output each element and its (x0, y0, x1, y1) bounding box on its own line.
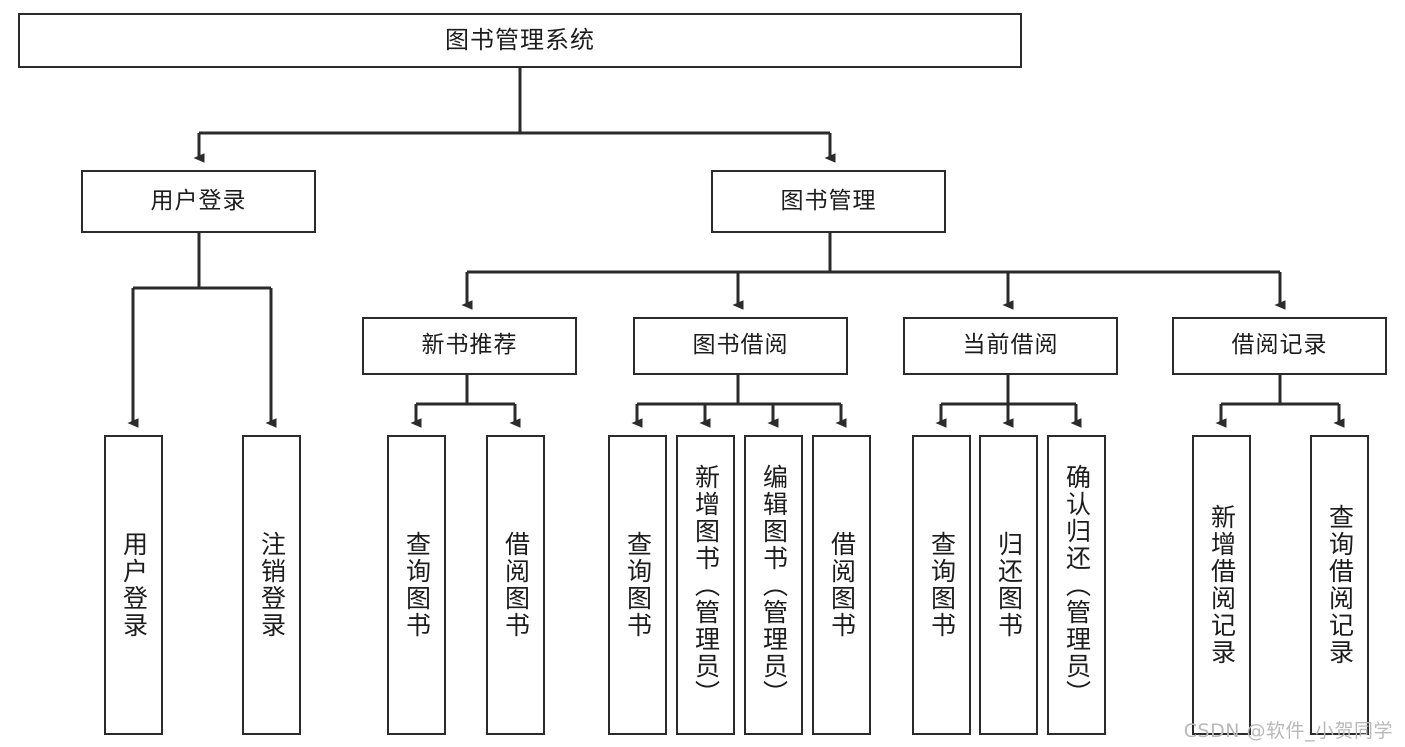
node-label: 借阅图书 (501, 531, 531, 639)
node-root-book-management-system[interactable]: 图书管理系统 (18, 13, 1022, 68)
node-user-login[interactable]: 用户登录 (81, 170, 316, 233)
node-label: 当前借阅 (962, 332, 1059, 359)
node-book-borrow[interactable]: 图书借阅 (633, 317, 848, 375)
node-label: 查询图书 (623, 531, 653, 639)
node-borrow-record[interactable]: 借阅记录 (1172, 317, 1387, 375)
csdn-watermark: CSDN @软件_小贺同学 (1183, 720, 1393, 742)
node-leaf-borrow-book-recommend[interactable]: 借阅图书 (486, 435, 545, 735)
node-label: 确认归还（管理员） (1062, 463, 1092, 707)
node-leaf-edit-book[interactable]: 编辑图书（管理员） (744, 435, 803, 735)
node-label: 借阅图书 (827, 531, 857, 639)
node-label: 图书管理 (780, 187, 877, 214)
node-leaf-confirm-return[interactable]: 确认归还（管理员） (1047, 435, 1106, 735)
node-label: 新增图书（管理员） (691, 463, 721, 707)
node-label: 用户登录 (119, 531, 149, 639)
node-leaf-add-borrow-record[interactable]: 新增借阅记录 (1192, 435, 1251, 735)
node-label: 编辑图书（管理员） (759, 463, 789, 707)
node-leaf-query-borrow-record[interactable]: 查询借阅记录 (1310, 435, 1369, 735)
node-label: 查询图书 (927, 531, 957, 639)
node-label: 新增借阅记录 (1207, 504, 1237, 666)
node-label: 注销登录 (257, 531, 287, 639)
node-leaf-query-book-recommend[interactable]: 查询图书 (387, 435, 446, 735)
node-leaf-return-book[interactable]: 归还图书 (979, 435, 1038, 735)
node-leaf-query-book-borrow[interactable]: 查询图书 (608, 435, 667, 735)
node-current-borrow[interactable]: 当前借阅 (903, 317, 1118, 375)
node-label: 图书借阅 (692, 332, 789, 359)
node-label: 用户登录 (150, 187, 247, 214)
node-label: 借阅记录 (1231, 332, 1328, 359)
node-leaf-query-book-current[interactable]: 查询图书 (912, 435, 971, 735)
node-label: 归还图书 (994, 531, 1024, 639)
node-leaf-borrow-book[interactable]: 借阅图书 (812, 435, 871, 735)
node-leaf-user-login[interactable]: 用户登录 (104, 435, 163, 735)
node-leaf-add-book[interactable]: 新增图书（管理员） (676, 435, 735, 735)
node-book-management[interactable]: 图书管理 (711, 170, 946, 233)
node-label: 查询图书 (402, 531, 432, 639)
node-label: 新书推荐 (421, 332, 518, 359)
node-label: 查询借阅记录 (1325, 504, 1355, 666)
node-label: 图书管理系统 (445, 26, 595, 55)
node-leaf-user-logout[interactable]: 注销登录 (242, 435, 301, 735)
node-new-book-recommend[interactable]: 新书推荐 (362, 317, 577, 375)
